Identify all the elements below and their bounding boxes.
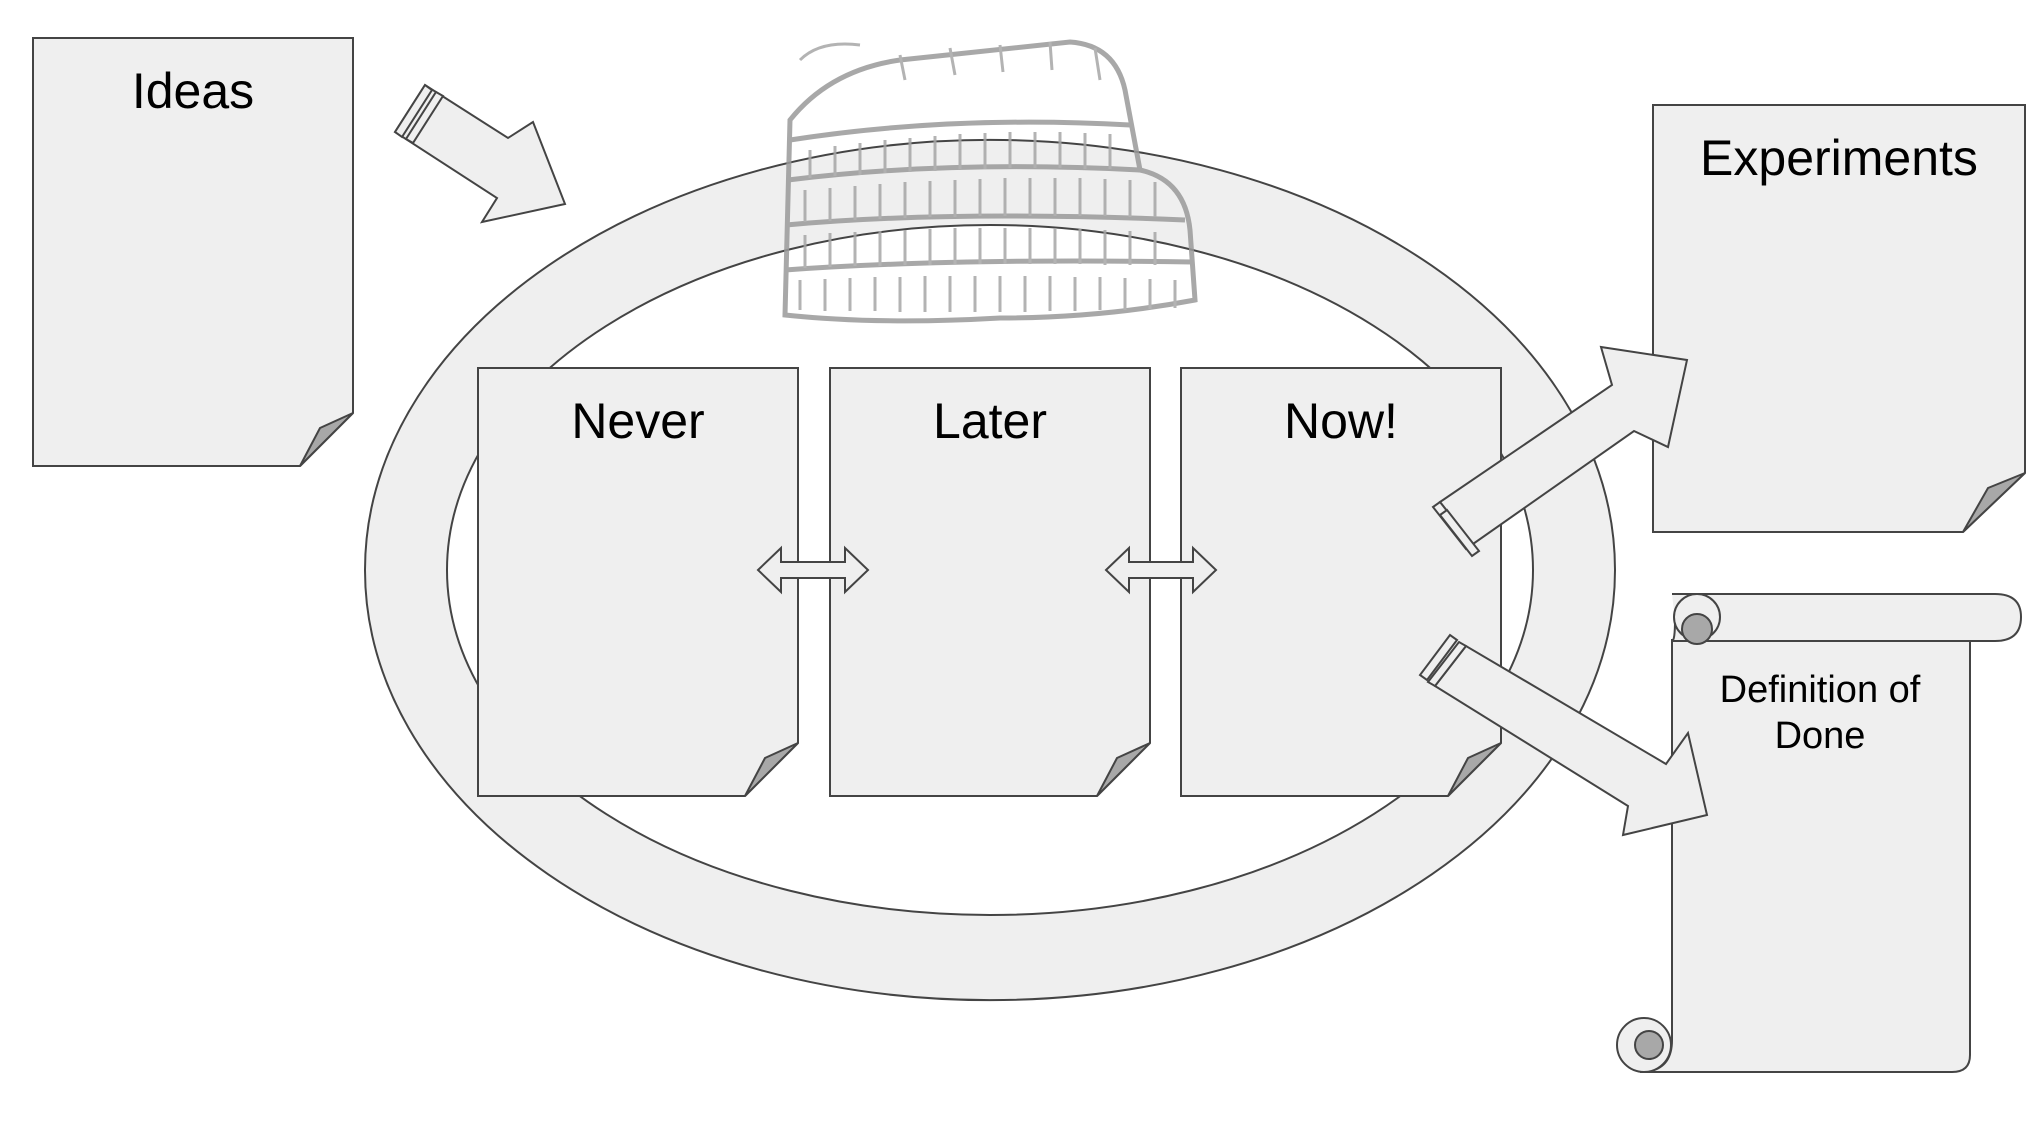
now-card: Now!: [1180, 367, 1502, 797]
never-card: Never: [477, 367, 799, 797]
colosseum-icon: [782, 39, 1198, 324]
experiments-label: Experiments: [1700, 130, 1978, 186]
ideas-card: Ideas: [32, 37, 354, 467]
now-to-experiments-arrow: [1431, 345, 1689, 558]
never-later-double-arrow: [756, 545, 870, 595]
ideas-to-backlog-arrow: [393, 83, 567, 224]
later-card: Later: [829, 367, 1151, 797]
never-label: Never: [571, 393, 704, 449]
experiments-card: Experiments: [1652, 104, 2026, 533]
definition-of-done-label-line1: Definition of: [1720, 669, 1921, 711]
cycle-ring: [363, 139, 1617, 1001]
definition-of-done-scroll: Definition of Done: [1616, 593, 2023, 1073]
now-label: Now!: [1284, 393, 1398, 449]
later-now-double-arrow: [1104, 545, 1218, 595]
definition-of-done-label-line2: Done: [1775, 715, 1866, 757]
ideas-label: Ideas: [132, 63, 254, 119]
now-to-definition-of-done-arrow: [1418, 633, 1709, 837]
later-label: Later: [933, 393, 1047, 449]
